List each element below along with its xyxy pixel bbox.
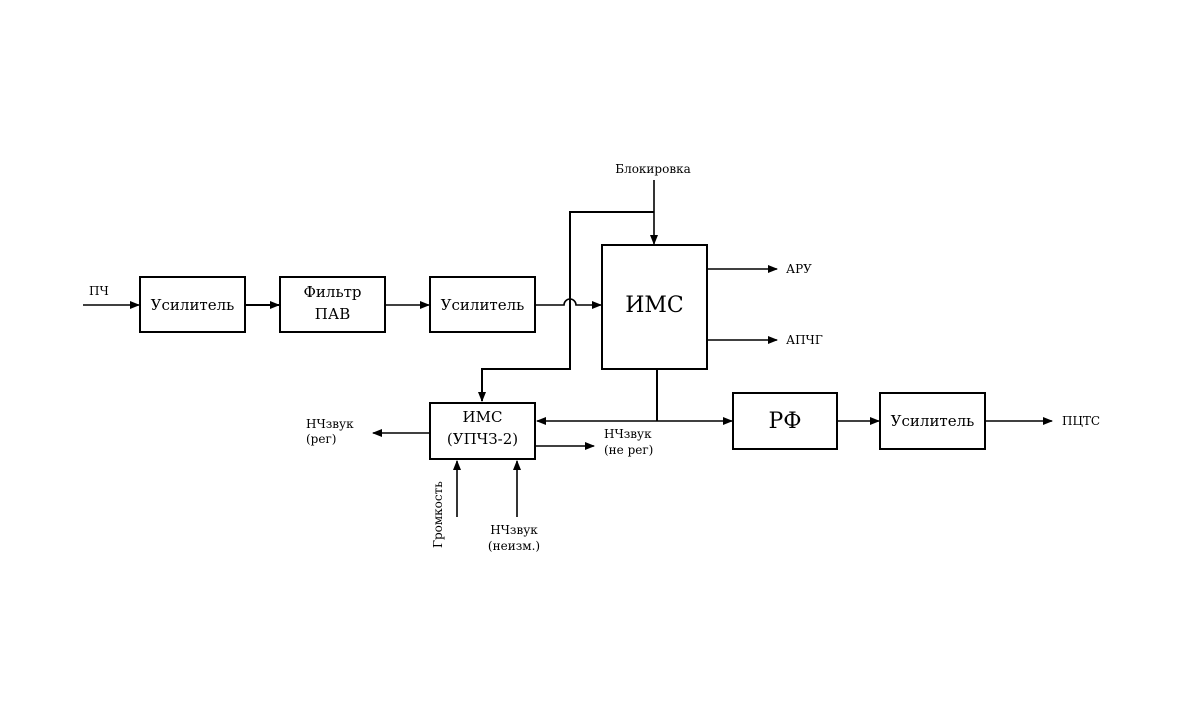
label-pctc: ПЦТС <box>1062 414 1100 428</box>
block-amp2: Усилитель <box>429 276 536 333</box>
block-rf: РФ <box>732 392 838 450</box>
block-amp3-label: Усилитель <box>891 412 975 430</box>
block-ims-main-label: ИМС <box>625 293 684 318</box>
label-nch-neizm-1: НЧзвук <box>490 523 538 537</box>
block-rf-label: РФ <box>768 409 801 434</box>
block-ims-main: ИМС <box>601 244 708 370</box>
block-amp1-label: Усилитель <box>151 296 235 314</box>
wires <box>83 180 1053 517</box>
label-pch: ПЧ <box>89 284 109 298</box>
label-nch-neizm-2: (неизм.) <box>488 539 540 553</box>
label-volume: Громкость <box>431 481 445 548</box>
signal-labels: ПЧ Блокировка АРУ АПЧГ НЧзвук (рег) НЧзв… <box>89 162 1100 553</box>
block-amp1: Усилитель <box>139 276 246 333</box>
label-nch-reg-2: (рег) <box>306 432 336 446</box>
block-saw-filter-label-2: ПАВ <box>315 305 350 323</box>
label-nch-ne-reg-1: НЧзвук <box>604 427 652 441</box>
label-blokirovka: Блокировка <box>615 162 690 176</box>
label-nch-reg-1: НЧзвук <box>306 417 354 431</box>
block-amp2-label: Усилитель <box>441 296 525 314</box>
block-ims-sound: ИМС (УПЧЗ-2) <box>429 402 536 460</box>
block-saw-filter: Фильтр ПАВ <box>279 276 386 333</box>
label-aru: АРУ <box>786 262 812 276</box>
wire-amp2-to-ims <box>536 298 602 309</box>
wire-blokirovka-branch <box>478 211 654 402</box>
block-ims-sound-label-2: (УПЧЗ-2) <box>447 430 518 448</box>
label-apchg: АПЧГ <box>786 333 823 347</box>
block-amp3: Усилитель <box>879 392 986 450</box>
block-ims-sound-label-1: ИМС <box>463 408 503 426</box>
block-saw-filter-label-1: Фильтр <box>303 283 361 301</box>
label-nch-ne-reg-2: (не рег) <box>604 443 653 457</box>
